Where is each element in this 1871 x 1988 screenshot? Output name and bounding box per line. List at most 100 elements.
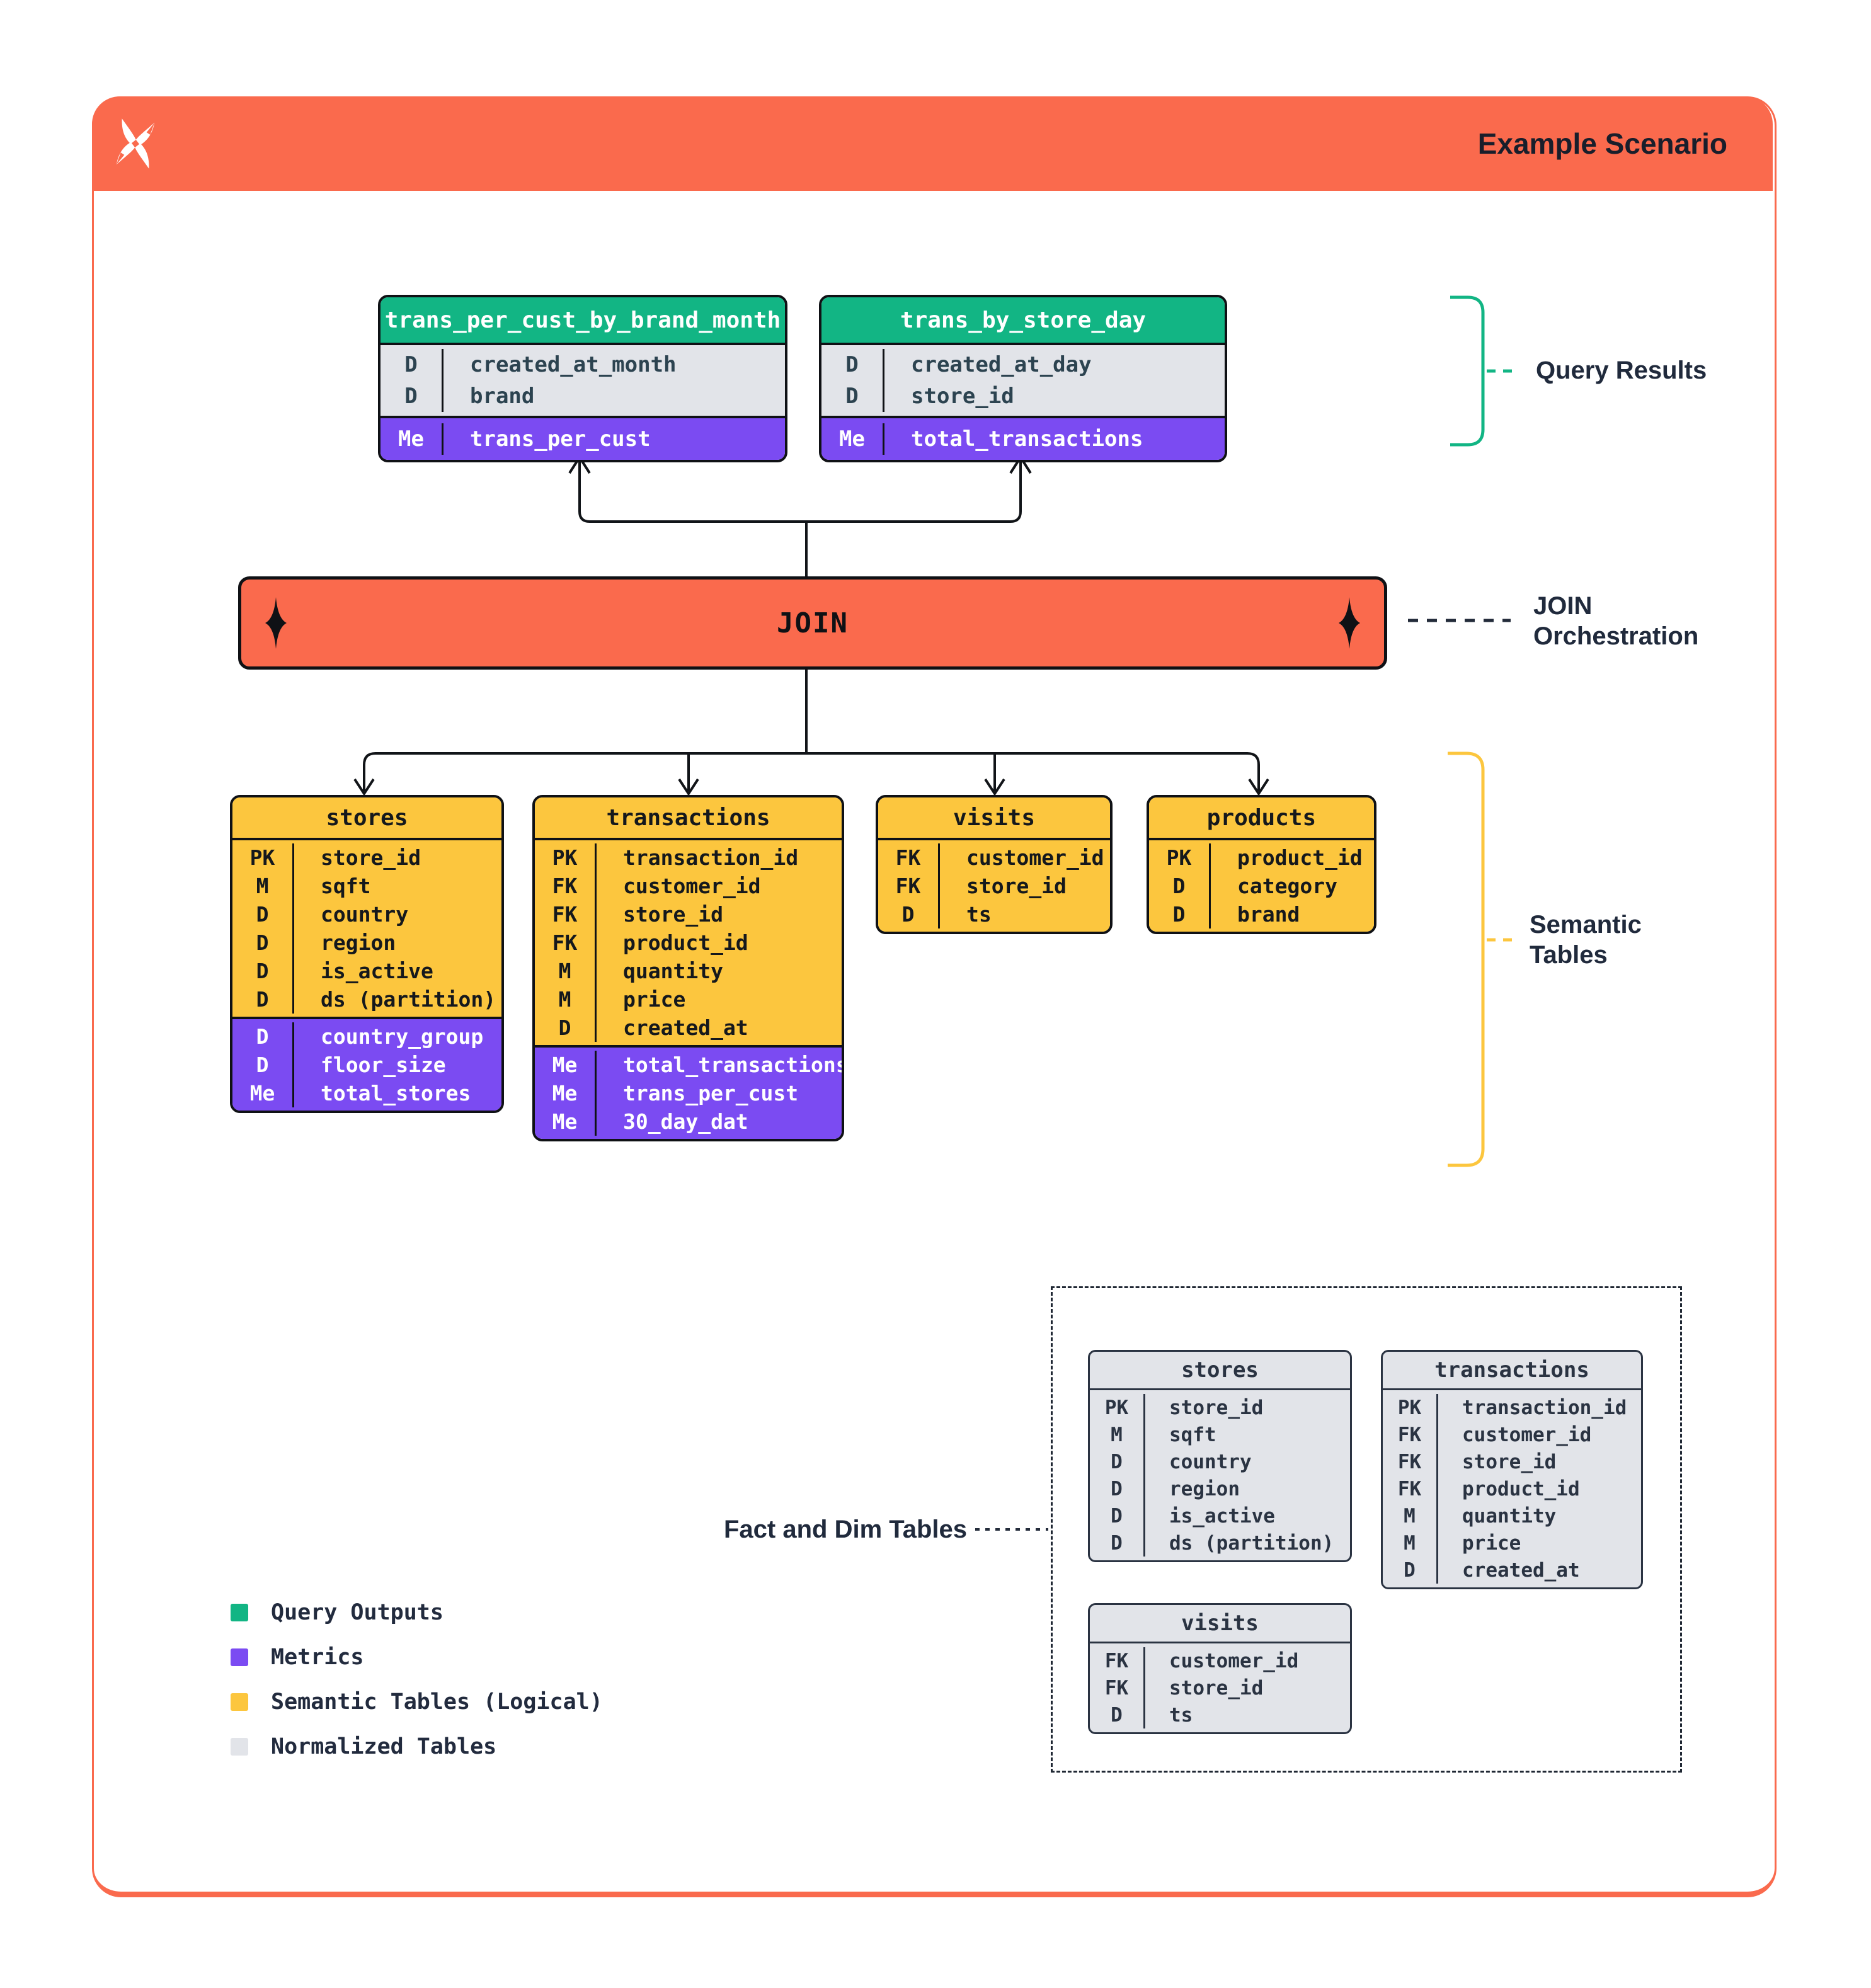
table-row: PK store_id	[1090, 1394, 1350, 1421]
column-key: D	[232, 957, 294, 985]
column-key: FK	[1383, 1421, 1438, 1448]
query-results-label: Query Results	[1536, 357, 1707, 384]
column-name: total_stores	[321, 1081, 471, 1105]
semantic-tables-swatch	[231, 1693, 248, 1711]
column-key: Me	[821, 423, 884, 455]
column-key: D	[380, 380, 443, 412]
column-key: FK	[878, 843, 940, 872]
semantic-tables-line2: Tables	[1530, 941, 1608, 969]
table-name: products	[1149, 797, 1374, 838]
legend-label: Metrics	[271, 1645, 364, 1670]
column-name: total_transactions	[911, 426, 1143, 452]
table-name: trans_per_cust_by_brand_month	[380, 297, 785, 343]
column-key: D	[380, 349, 443, 380]
column-name: store_id	[1169, 1676, 1264, 1700]
column-key: FK	[1090, 1647, 1145, 1674]
column-name: product_id	[1237, 845, 1363, 870]
join-label: JOIN	[777, 607, 849, 639]
column-key: D	[232, 900, 294, 928]
column-name: transaction_id	[623, 845, 799, 870]
table-row: FK customer_id	[1383, 1421, 1641, 1448]
table-row: Me total_transactions	[821, 423, 1225, 455]
column-name: is_active	[1169, 1504, 1275, 1528]
column-key: PK	[232, 843, 294, 872]
column-name: store_id	[966, 874, 1067, 898]
fact-dim-label: Fact and Dim Tables	[723, 1516, 967, 1543]
column-key: D	[232, 928, 294, 957]
table-name: stores	[232, 797, 501, 838]
column-name: customer_id	[623, 874, 761, 898]
column-name: price	[623, 987, 686, 1012]
column-key: M	[535, 985, 597, 1014]
column-name: created_at	[623, 1015, 748, 1040]
join-bar: JOIN	[238, 576, 1387, 670]
legend-label: Normalized Tables	[271, 1734, 497, 1759]
column-key: D	[878, 900, 940, 928]
column-name: floor_size	[321, 1053, 446, 1077]
column-name: product_id	[1462, 1477, 1580, 1500]
column-name: total_transactions	[623, 1053, 844, 1077]
column-name: ds (partition)	[321, 987, 496, 1012]
fact-dim-box	[1051, 1286, 1682, 1773]
column-key: D	[1090, 1502, 1145, 1529]
join-orchestration-label: JOIN Orchestration	[1533, 591, 1698, 651]
metrics-swatch	[231, 1648, 248, 1666]
column-name: ts	[1169, 1703, 1193, 1727]
column-name: region	[321, 930, 396, 955]
legend-item: Semantic Tables (Logical)	[231, 1689, 603, 1715]
table-row: FK product_id	[1383, 1475, 1641, 1502]
column-key: FK	[1383, 1475, 1438, 1502]
column-name: transaction_id	[1462, 1396, 1627, 1419]
table-name: stores	[1181, 1357, 1259, 1383]
column-name: region	[1169, 1477, 1240, 1500]
column-key: M	[1383, 1502, 1438, 1529]
column-key: PK	[1090, 1394, 1145, 1421]
column-key: M	[535, 957, 597, 985]
page-title: Example Scenario	[1477, 127, 1727, 160]
column-name: customer_id	[1462, 1423, 1592, 1446]
column-key: M	[232, 872, 294, 900]
column-name: created_at_month	[470, 352, 677, 377]
column-name: trans_per_cust	[623, 1081, 799, 1105]
column-name: store_id	[1169, 1396, 1264, 1419]
column-key: FK	[535, 872, 597, 900]
column-name: store_id	[911, 384, 1014, 409]
table-name: visits	[1181, 1611, 1259, 1636]
